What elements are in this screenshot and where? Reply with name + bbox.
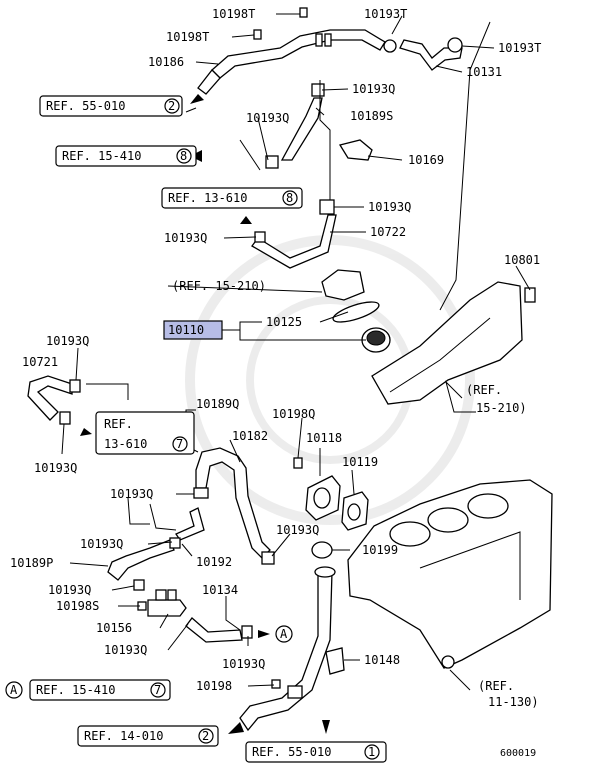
gasket-10119 — [341, 491, 369, 531]
marker-a-text: A — [10, 683, 18, 697]
label-10193t-a: 10193T — [364, 7, 407, 21]
label-10193q-a: 10193Q — [352, 82, 395, 96]
ref-circle-number: 7 — [176, 437, 183, 451]
marker-a-text: A — [280, 627, 288, 641]
water-pipe-10186 — [190, 29, 386, 104]
label-10148: 10148 — [364, 653, 400, 667]
bolt-10198 — [271, 679, 281, 689]
inlet-manifold — [371, 281, 536, 405]
label-10199: 10199 — [362, 543, 398, 557]
ref-line2: 11-130) — [488, 695, 539, 709]
ref-14-010-2[interactable]: REF. 14-010 2 — [77, 725, 219, 747]
pipe-10192 — [175, 507, 205, 541]
fitting-10156 — [133, 579, 187, 617]
ref-13-610-7[interactable]: REF. 13-610 7 — [95, 411, 195, 455]
label-10169: 10169 — [408, 153, 444, 167]
label-10193q-g: 10193Q — [110, 487, 153, 501]
label-10193q-h: 10193Q — [276, 523, 319, 537]
engine-block — [347, 479, 553, 669]
ref-15-210-b[interactable]: (REF. 15-210) — [466, 383, 527, 415]
ref-text: REF. 55-010 — [46, 99, 125, 113]
label-10119: 10119 — [342, 455, 378, 469]
gasket-10199 — [311, 541, 333, 559]
label-10189p: 10189P — [10, 556, 53, 570]
ref-line2: 15-210) — [476, 401, 527, 415]
ref-circle-number: 7 — [154, 683, 161, 697]
ref-55-010-1[interactable]: REF. 55-010 1 — [245, 741, 387, 763]
label-10721: 10721 — [22, 355, 58, 369]
hose-10182 — [193, 447, 275, 565]
label-10186: 10186 — [148, 55, 184, 69]
thermostat-parts — [321, 269, 391, 353]
label-10198t-a: 10198T — [212, 7, 255, 21]
ref-15-210-a[interactable]: (REF. 15-210) — [172, 279, 266, 293]
ref-15-410-7[interactable]: REF. 15-410 7 — [29, 679, 171, 701]
label-10156: 10156 — [96, 621, 132, 635]
ref-55-010-2[interactable]: REF. 55-010 2 — [39, 95, 183, 117]
marker-a-right: A — [275, 625, 293, 643]
label-10110: 10110 — [168, 323, 204, 337]
ref-15-410-8[interactable]: REF. 15-410 8 — [55, 145, 197, 167]
label-10118: 10118 — [306, 431, 342, 445]
label-10131: 10131 — [466, 65, 502, 79]
label-10198t-b: 10198T — [166, 30, 209, 44]
marker-a-left: A — [5, 681, 23, 699]
highlight-box-10110 — [163, 320, 223, 340]
hose-10721 — [27, 375, 81, 425]
ref-circle-number: 1 — [368, 745, 375, 759]
ref-circle-number: 8 — [180, 149, 187, 163]
label-10193q-i: 10193Q — [80, 537, 123, 551]
ref-text: REF. 14-010 — [84, 729, 163, 743]
label-10189q: 10189Q — [196, 397, 239, 411]
label-10193q-l: 10193Q — [222, 657, 265, 671]
ref-circle-number: 2 — [168, 99, 175, 113]
label-10193q-b: 10193Q — [246, 111, 289, 125]
label-10193t-b: 10193T — [498, 41, 541, 55]
ref-text: REF. 13-610 — [168, 191, 247, 205]
water-pipe-10148 — [228, 566, 345, 734]
label-10134: 10134 — [202, 583, 238, 597]
ref-text: REF. 15-410 — [62, 149, 141, 163]
label-10198q: 10198Q — [272, 407, 315, 421]
ref-13-610-8[interactable]: REF. 13-610 8 — [161, 187, 303, 209]
label-10193q-d: 10193Q — [164, 231, 207, 245]
label-10189s: 10189S — [350, 109, 393, 123]
bolts-top — [253, 7, 308, 40]
ref-text: REF. 55-010 — [252, 745, 331, 759]
hose-10189s — [265, 80, 331, 200]
label-10198: 10198 — [196, 679, 232, 693]
ref-line1: (REF. — [466, 383, 502, 397]
ref-text: REF. 15-410 — [36, 683, 115, 697]
label-10193q-j: 10193Q — [48, 583, 91, 597]
part-10169 — [338, 139, 373, 161]
ref-circle-number: 8 — [286, 191, 293, 205]
label-10193q-e: 10193Q — [46, 334, 89, 348]
label-10193q-c: 10193Q — [368, 200, 411, 214]
gasket-10118 — [305, 475, 341, 521]
bolt-10198q — [293, 457, 303, 469]
hose-10722 — [251, 199, 337, 269]
hose-10131 — [383, 37, 463, 71]
ref-line2: 13-610 — [104, 437, 147, 451]
ref-line1: (REF. — [478, 679, 514, 693]
ref-circle-number: 2 — [202, 729, 209, 743]
ref-line1: REF. — [104, 417, 133, 431]
label-10125: 10125 — [266, 315, 302, 329]
hose-10189p — [107, 537, 181, 581]
ref-11-130[interactable]: (REF. 11-130) — [478, 679, 539, 709]
label-10193q-k: 10193Q — [104, 643, 147, 657]
figure-id: 600019 — [500, 748, 536, 759]
label-10182: 10182 — [232, 429, 268, 443]
label-10192: 10192 — [196, 555, 232, 569]
label-10722: 10722 — [370, 225, 406, 239]
label-10801: 10801 — [504, 253, 540, 267]
label-10193q-f: 10193Q — [34, 461, 77, 475]
label-10198s: 10198S — [56, 599, 99, 613]
